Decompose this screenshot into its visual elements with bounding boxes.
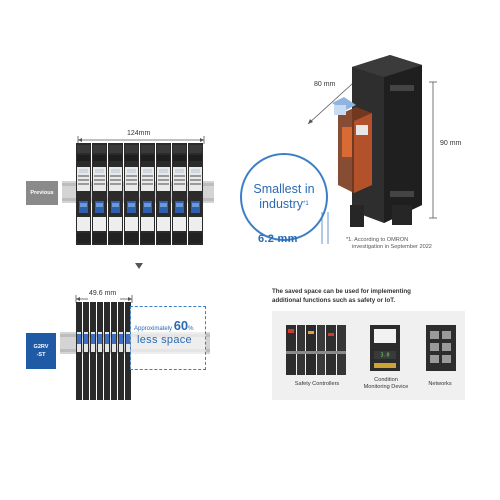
- smallest-line2: industry: [259, 197, 304, 211]
- condition-monitoring-label: Condition Monitoring Device: [356, 377, 416, 391]
- previous-width-label: 124mm: [127, 130, 151, 137]
- approx-value: 60: [173, 318, 189, 333]
- saved-space-text: The saved space can be used for implemen…: [272, 287, 472, 305]
- relay-height-line: [429, 81, 437, 219]
- less-space-label: less space: [137, 334, 192, 346]
- single-relay-image: [332, 55, 422, 227]
- smallest-note-mark: *1: [303, 201, 309, 207]
- condition-monitoring-device-image: 3.0: [370, 325, 400, 371]
- relay-depth-label: 80 mm: [314, 81, 336, 88]
- saved-space-line2: additional functions such as safety or I…: [272, 297, 396, 304]
- condition-monitoring-label-line1: Condition: [374, 377, 398, 383]
- approximately-60-percent: Approximately 60%: [134, 318, 194, 333]
- relay-footnote: *1. According to OMRON investigation in …: [346, 237, 466, 251]
- condition-monitoring-label-line2: Monitoring Device: [363, 384, 409, 390]
- relay-width-marker: [321, 212, 329, 244]
- less-space-highlight-box: [130, 306, 206, 370]
- products-panel: Safety Controllers 3.0 Condition Monitor…: [272, 311, 465, 400]
- previous-tag: Previous: [26, 181, 58, 205]
- previous-dimension-line: [77, 136, 205, 144]
- relay-height-label: 90 mm: [440, 140, 462, 147]
- approx-unit: %: [188, 326, 194, 332]
- previous-relay-group-image: [62, 143, 214, 245]
- approx-prefix: Approximately: [134, 326, 173, 332]
- g2rv-st-tag-line2: -ST: [36, 352, 46, 358]
- saved-space-line1: The saved space can be used for implemen…: [272, 288, 411, 295]
- new-width-label: 49.6 mm: [89, 290, 117, 297]
- smallest-line1: Smallest in: [253, 182, 315, 196]
- g2rv-st-tag: G2RV -ST: [26, 333, 56, 369]
- safety-controllers-image: [286, 325, 346, 375]
- network-switch-image: [426, 325, 456, 371]
- new-dimension-line: [75, 295, 133, 303]
- safety-controllers-label: Safety Controllers: [294, 381, 340, 387]
- footnote-line2: investigation in September 2022: [352, 244, 432, 250]
- condition-monitoring-display: 3.0: [380, 353, 389, 359]
- footnote-line1: *1. According to OMRON: [346, 237, 409, 243]
- down-arrow-icon: [135, 263, 143, 269]
- relay-width-label: 6.2 mm: [258, 233, 298, 245]
- g2rv-st-tag-line1: G2RV: [33, 344, 49, 350]
- networks-label: Networks: [428, 381, 452, 387]
- smallest-in-industry-badge: Smallest in industry*1: [240, 153, 328, 241]
